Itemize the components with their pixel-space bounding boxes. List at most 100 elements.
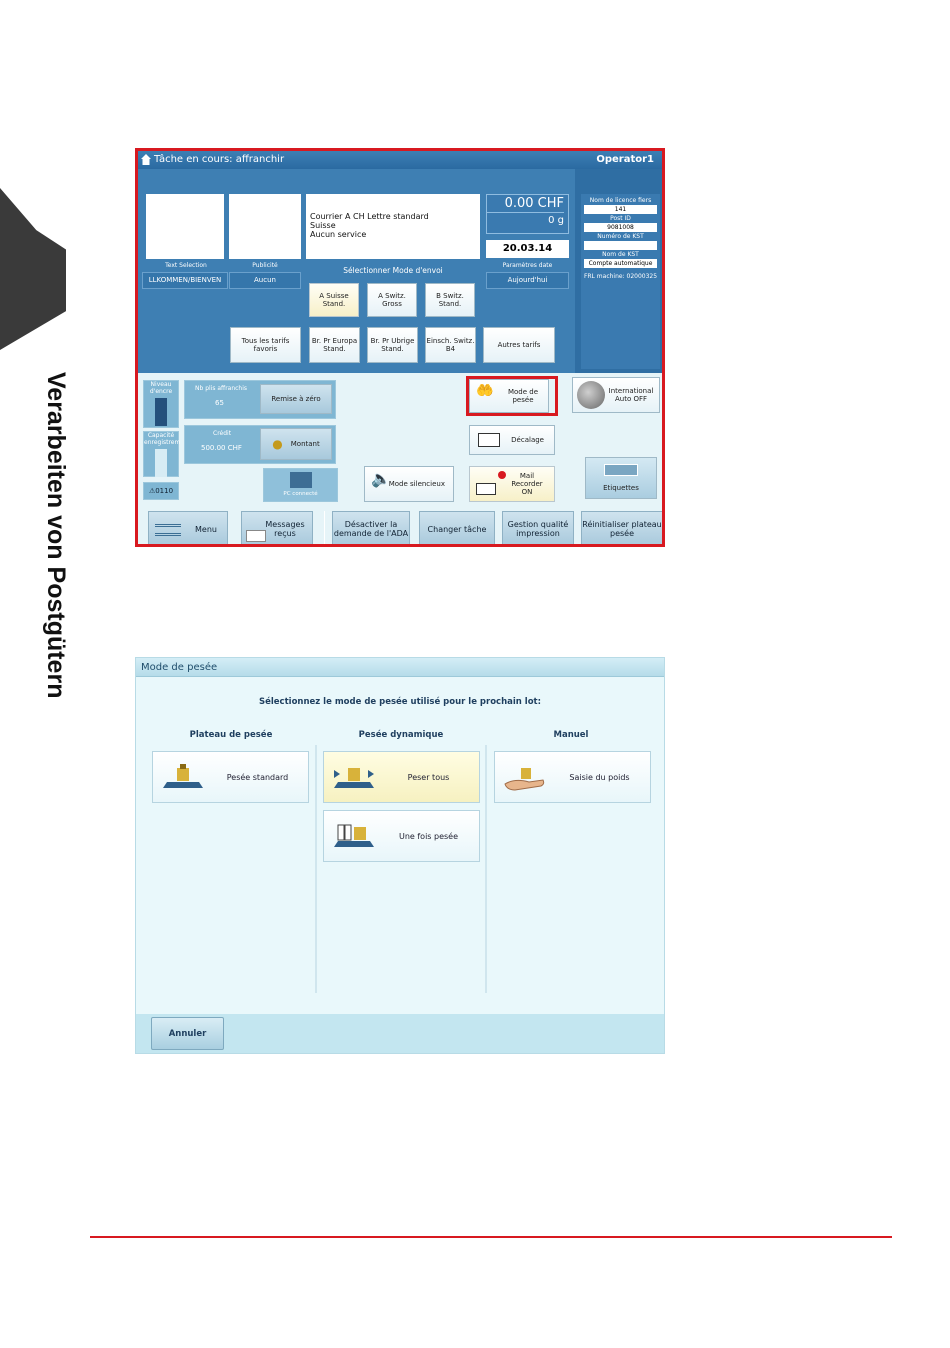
column-heading: Pesée dynamique (358, 730, 444, 740)
silent-mode-button[interactable]: 🔈 Mode silencieux (364, 466, 454, 502)
warning-icon: ⚠ (148, 487, 156, 495)
weigh-once-button[interactable]: Une fois pesée (323, 810, 480, 862)
mail-recorder-button[interactable]: Mail Recorder ON (469, 466, 555, 502)
mail-recorder-label: Mail Recorder ON (511, 472, 543, 496)
silent-mode-label: Mode silencieux (388, 480, 445, 488)
side-title: Verarbeiten von Postgütern (32, 372, 80, 762)
ink-level: Niveau d'encre (143, 380, 179, 428)
tariff-button[interactable]: Br. Pr Ubrige Stand. (367, 327, 418, 363)
globe-icon (577, 381, 605, 409)
weigh-mode-label: Mode de pesée (507, 388, 539, 404)
highlight-frame (466, 376, 558, 416)
international-button[interactable]: International Auto OFF (572, 377, 660, 413)
capacity: Capacité enregistrem (143, 431, 181, 477)
labels-icon (604, 464, 638, 476)
record-icon (498, 471, 506, 479)
date-param-button[interactable]: Aujourd'hui (486, 272, 569, 289)
address-block[interactable]: Courrier A CH Lettre standard Suisse Auc… (306, 194, 480, 259)
print-quality-button[interactable]: Gestion qualité impression (502, 511, 574, 544)
main-screen: Tâche en cours: affranchir Operator1 Tex… (135, 148, 665, 547)
address-line: Courrier A CH Lettre standard (310, 212, 429, 221)
text-preview[interactable] (146, 194, 224, 259)
kst-number-label: Numéro de KST (597, 233, 644, 240)
address-line: Suisse (310, 221, 336, 230)
kst-name-value: Compte automatique (584, 259, 657, 268)
computer-icon (289, 472, 312, 488)
pc-connected[interactable]: PC connecté (263, 468, 338, 502)
credit-value: 500.00 CHF (201, 444, 242, 452)
labels-label: Etiquettes (603, 484, 639, 492)
title-bar: Tâche en cours: affranchir Operator1 (138, 151, 662, 169)
messages-button[interactable]: Messages reçus (241, 511, 313, 544)
home-icon[interactable] (141, 154, 151, 165)
menu-icon (155, 524, 181, 536)
amount-display: 0.00 CHF 0 g (486, 194, 569, 234)
post-id-label: Post ID (610, 215, 631, 222)
ink-gauge (155, 398, 167, 426)
kst-number-value (584, 241, 657, 250)
weight-value: 0 g (487, 212, 564, 229)
scale-platform-icon (163, 764, 203, 788)
column-heading: Plateau de pesée (189, 730, 273, 740)
mode-button[interactable]: B Switz. Stand. (425, 283, 475, 317)
reset-scale-button[interactable]: Réinitialiser plateau pesée (581, 511, 662, 544)
counter-code: 0110 (155, 487, 174, 495)
labels-button[interactable]: Etiquettes (585, 457, 657, 499)
capacity-label: Capacité enregistrem (144, 432, 181, 446)
ad-preview[interactable] (229, 194, 301, 259)
dialog-title: Mode de pesée (136, 658, 664, 677)
date-param-label: Paramètres date (502, 262, 553, 269)
reset-button[interactable]: Remise à zéro (260, 384, 332, 414)
counter-button[interactable]: ⚠0110 (143, 482, 179, 500)
manual-weight-label: Saisie du poids (569, 772, 630, 782)
dynamic-scale-icon (334, 768, 374, 788)
side-title-text: Verarbeiten von Postgütern (42, 372, 70, 699)
disable-ada-button[interactable]: Désactiver la demande de l'ADA (332, 511, 410, 544)
other-tariffs-button[interactable]: Autres tarifs (483, 327, 555, 363)
license-value: 141 (584, 205, 657, 214)
post-id-value: 9081008 (584, 223, 657, 232)
tariff-button[interactable]: Br. Pr Europa Stand. (309, 327, 360, 363)
standard-weigh-button[interactable]: Pesée standard (152, 751, 309, 803)
instruction-text: Sélectionnez le mode de pesée utilisé po… (258, 697, 542, 707)
weigh-mode-button[interactable]: 🤲 Mode de pesée (469, 379, 549, 413)
change-task-button[interactable]: Changer tâche (419, 511, 495, 544)
text-selection-button[interactable]: LLKOMMEN/BIENVEN (142, 272, 228, 289)
address-line: Aucun service (310, 230, 367, 239)
manual-weight-button[interactable]: Saisie du poids (494, 751, 651, 803)
offset-label: Décalage (511, 436, 544, 444)
footer-rule (90, 1236, 892, 1238)
pieces-label: Nb plis affranchis (195, 385, 248, 392)
column-divider (485, 745, 487, 993)
envelope-icon (478, 433, 500, 447)
menu-label: Menu (195, 524, 217, 534)
hand-scale-icon: 🤲 (476, 383, 494, 399)
offset-button[interactable]: Décalage (469, 425, 555, 455)
weigh-all-button[interactable]: Peser tous (323, 751, 480, 803)
speaker-icon: 🔈 (371, 469, 391, 488)
montant-button[interactable]: ●Montant (260, 428, 332, 460)
mode-button[interactable]: A Suisse Stand. (309, 283, 359, 317)
international-label: International Auto OFF (608, 387, 654, 403)
message-icon (246, 530, 266, 542)
menu-button[interactable]: Menu (148, 511, 228, 544)
machine-id: FRL machine: 02000325 (583, 273, 658, 280)
capacity-gauge (155, 449, 167, 477)
chapter-tab (0, 188, 66, 350)
pc-label: PC connecté (283, 491, 318, 497)
separator (324, 511, 325, 544)
ink-label: Niveau d'encre (149, 381, 173, 395)
montant-label: Montant (290, 440, 320, 448)
mode-label: Sélectionner Mode d'envoi (343, 266, 443, 275)
date-display[interactable]: 20.03.14 (486, 240, 569, 258)
weigh-mode-dialog: Mode de pesée Sélectionnez le mode de pe… (135, 657, 665, 1054)
kst-name-label: Nom de KST (602, 251, 639, 258)
hand-weight-icon (504, 768, 545, 791)
operator-name: Operator1 (596, 154, 654, 165)
publicite-button[interactable]: Aucun (229, 272, 301, 289)
column-divider (315, 745, 317, 993)
tariff-button[interactable]: Einsch. Switz. B4 (425, 327, 476, 363)
tariff-button[interactable]: Tous les tarifs favoris (230, 327, 301, 363)
mode-button[interactable]: A Switz. Gross (367, 283, 417, 317)
cancel-button[interactable]: Annuler (151, 1017, 224, 1050)
